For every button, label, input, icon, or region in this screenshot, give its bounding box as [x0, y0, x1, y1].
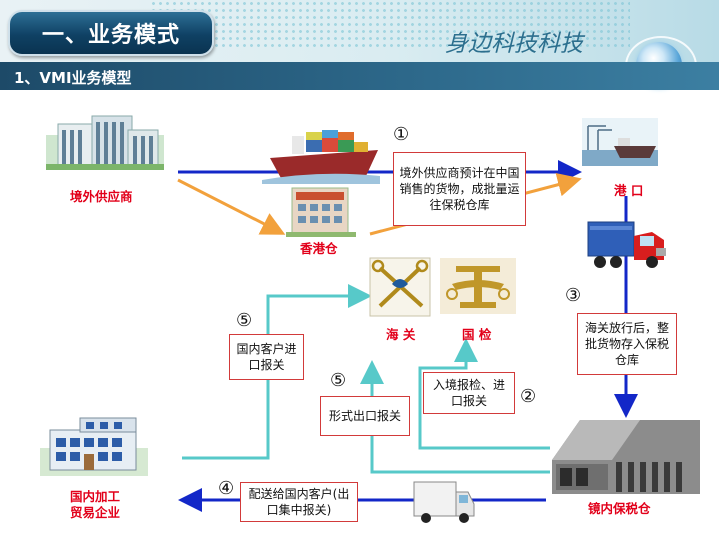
inspection-emblem-icon	[440, 258, 516, 314]
step-2-box: 入境报检、进口报关	[423, 372, 515, 414]
customs-emblem-icon	[369, 257, 431, 317]
step-4-box: 配送给国内客户(出口集中报关)	[240, 482, 358, 522]
step-5b-box: 形式出口报关	[320, 396, 410, 436]
step-5b-number: ⑤	[330, 370, 347, 391]
header-dot-pattern	[150, 0, 630, 48]
subtitle-bar	[0, 62, 719, 90]
supplier-label: 境外供应商	[70, 189, 133, 204]
container-truck-icon	[587, 221, 666, 268]
flow-warehouse-to-inspection	[418, 338, 550, 450]
container-ship-icon	[262, 130, 380, 184]
supplier-building-icon	[46, 115, 164, 170]
inspection-label: 国 检	[462, 327, 492, 342]
port-label: 港 口	[614, 183, 644, 198]
hk-warehouse-label: 香港仓	[300, 241, 338, 256]
step-1-number: ①	[393, 124, 410, 145]
enterprise-label-line1: 国内加工	[70, 489, 121, 504]
page-subtitle: 1、VMI业务模型	[14, 69, 132, 87]
bonded-warehouse-label: 镜内保税仓	[588, 501, 651, 516]
brand-name: 身边科技科技	[445, 31, 583, 57]
section-title: 一、业务模式	[8, 10, 214, 56]
step-4-number: ④	[218, 478, 235, 499]
step-3-box: 海关放行后，整批货物存入保税仓库	[577, 313, 677, 375]
domestic-enterprise-building-icon	[40, 417, 148, 476]
customs-label: 海 关	[386, 327, 416, 342]
hk-warehouse-building-icon	[286, 187, 356, 237]
step-5a-box: 国内客户进口报关	[229, 334, 304, 380]
step-2-number: ②	[520, 386, 537, 407]
flow-supplier-to-hk	[177, 178, 286, 235]
port-scene-icon	[582, 118, 658, 166]
enterprise-label-line2: 贸易企业	[70, 505, 121, 520]
step-1-box: 境外供应商预计在中国销售的货物，成批量运往保税仓库	[393, 152, 526, 226]
step-3-number: ③	[565, 285, 582, 306]
delivery-van-icon	[413, 481, 475, 523]
bonded-warehouse-building-icon	[552, 420, 700, 494]
step-5a-number: ⑤	[236, 310, 253, 331]
